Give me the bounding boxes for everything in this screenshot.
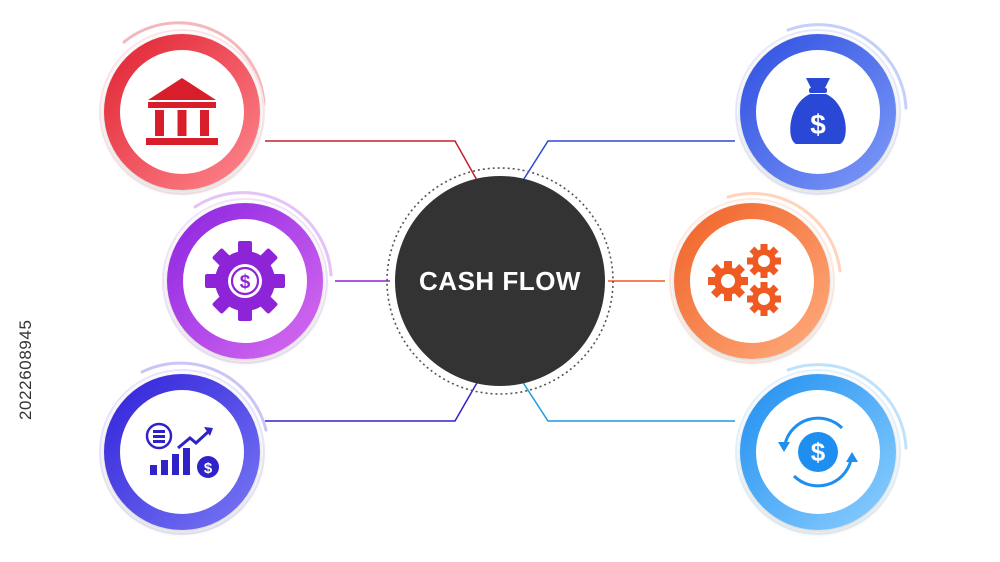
connector-growth-chart <box>265 380 479 422</box>
node-dollar-cycle: $ <box>735 363 908 535</box>
node-gears-outer-ring <box>669 198 835 364</box>
node-growth-chart-accent-arc <box>140 361 268 432</box>
node-bank-accent-arc <box>122 21 266 106</box>
money-bag-icon: $ <box>790 78 846 144</box>
node-gears-accent-arc <box>726 192 842 273</box>
connector-dollar-cycle <box>521 380 735 422</box>
node-gear-dollar: $ <box>162 191 333 364</box>
node-growth-chart: $ <box>99 361 268 535</box>
node-gears-inner <box>690 219 814 343</box>
node-gear-dollar-accent-arc <box>193 191 333 277</box>
node-money-bag: $ <box>735 23 908 195</box>
gears-icon <box>708 244 781 316</box>
node-money-bag-outer-ring <box>735 29 901 195</box>
bank-icon <box>146 78 218 145</box>
node-gears <box>669 192 842 364</box>
node-growth-chart-inner <box>120 390 244 514</box>
connectors <box>265 140 735 422</box>
center-circle <box>395 176 605 386</box>
growth-chart-dollar-icon: $ <box>145 422 219 478</box>
dollar-cycle-icon: $ <box>778 416 858 488</box>
center-label: CASH FLOW <box>419 266 581 296</box>
side-id-text: 2022608945 <box>16 319 35 420</box>
node-dollar-cycle-outer-ring <box>735 369 901 535</box>
center-dotted-ring <box>386 167 614 395</box>
center-node: CASH FLOW <box>386 167 614 395</box>
node-growth-chart-outer-ring <box>99 369 265 535</box>
node-bank <box>99 21 266 195</box>
gear-dollar-icon: $ <box>205 241 285 321</box>
connector-bank <box>265 140 479 183</box>
connector-money-bag <box>521 140 735 183</box>
svg-text:$: $ <box>240 272 251 293</box>
node-money-bag-accent-arc <box>786 23 908 110</box>
node-dollar-cycle-accent-arc <box>786 363 908 450</box>
svg-text:$: $ <box>204 460 213 477</box>
node-gear-dollar-outer-ring <box>162 198 328 364</box>
svg-text:$: $ <box>810 109 826 140</box>
node-bank-outer-ring <box>99 29 265 195</box>
svg-text:$: $ <box>811 437 826 467</box>
